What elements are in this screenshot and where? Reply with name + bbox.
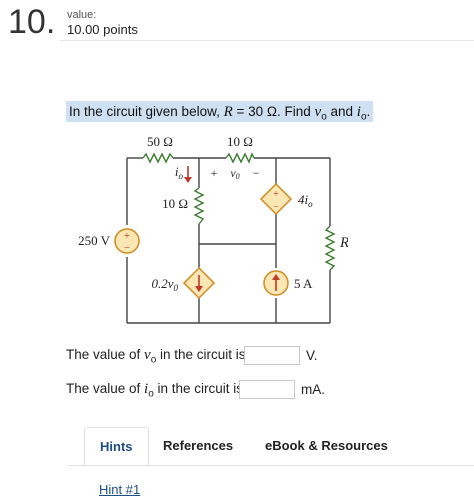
answer-io-tail: in the circuit is	[153, 381, 244, 396]
dependent-voltage-source	[259, 182, 293, 216]
answer-io-lead: The value of	[66, 381, 145, 396]
label-dep-current: 0.2v0	[151, 276, 178, 293]
label-r1: 50 Ω	[147, 134, 173, 149]
resistor-50-ohm	[142, 152, 174, 164]
arrow-up-icon	[272, 274, 280, 291]
circuit-diagram: + − + − 50 Ω 10 Ω 10 Ω R 250 V io + v0 −…	[78, 134, 348, 324]
answer-io-var: i	[144, 381, 149, 397]
dep-voltage-plus: +	[273, 189, 279, 200]
header-divider	[60, 40, 474, 41]
label-r2: 10 Ω	[227, 134, 253, 149]
label-vo-minus: −	[253, 166, 260, 180]
resistor-10-ohm-top	[225, 152, 255, 164]
tab-ebook-resources[interactable]: eBook & Resources	[265, 438, 388, 453]
io-arrow-icon	[184, 166, 192, 183]
answer-vo-sub: o	[150, 354, 157, 366]
io-unit: mA.	[301, 382, 326, 397]
label-vo: v0	[230, 166, 239, 181]
voltage-source-minus: −	[124, 242, 130, 254]
prompt-v-var: v	[314, 104, 322, 120]
label-dep-voltage: 4io	[298, 192, 313, 209]
label-io: io	[175, 164, 184, 181]
resistor-10-ohm-vertical	[193, 187, 205, 225]
tab-hints[interactable]: Hints	[84, 427, 149, 467]
prompt-lead: In the circuit given below,	[69, 104, 224, 119]
tab-references[interactable]: References	[163, 438, 234, 453]
answer-io-sub: o	[148, 388, 154, 400]
label-r3: 10 Ω	[162, 196, 188, 211]
prompt-r-var: R	[223, 104, 233, 120]
prompt-and: and	[326, 104, 357, 119]
voltage-source-plus: +	[124, 230, 130, 242]
arrow-down-icon	[195, 275, 203, 292]
prompt-end: .	[366, 104, 371, 119]
label-source: 250 V	[78, 233, 111, 248]
answer-row-io: The value of io in the circuit is	[66, 381, 243, 400]
question-prompt: In the circuit given below, R = 30 Ω. Fi…	[66, 101, 374, 123]
points-value: 10.00 points	[67, 22, 138, 37]
hint-link[interactable]: Hint #1	[99, 482, 141, 497]
circuit-wires	[126, 157, 331, 324]
label-current-source: 5 A	[294, 276, 313, 291]
vo-answer-input[interactable]	[244, 346, 300, 365]
resource-tabs: Hints References eBook & Resources	[68, 427, 474, 467]
io-answer-input[interactable]	[239, 380, 295, 399]
prompt-i-var: i	[356, 104, 361, 120]
answer-vo-var: v	[144, 347, 151, 363]
label-r: R	[339, 235, 348, 251]
prompt-i-sub: o	[360, 111, 367, 123]
resistor-r	[324, 225, 336, 271]
voltage-source-250v	[114, 228, 140, 254]
question-number: 10.	[8, 3, 56, 41]
answer-row-vo: The value of vo in the circuit is	[66, 347, 246, 366]
prompt-r-value: = 30 Ω. Find	[232, 104, 315, 119]
dep-voltage-minus: −	[273, 202, 279, 213]
prompt-v-sub: o	[321, 111, 327, 123]
vo-unit: V.	[306, 348, 318, 363]
tabs-divider	[68, 465, 474, 466]
value-label: value:	[67, 9, 97, 21]
answer-vo-lead: The value of	[66, 347, 145, 362]
answer-vo-tail: in the circuit is	[156, 347, 246, 362]
label-vo-plus: +	[211, 166, 218, 180]
